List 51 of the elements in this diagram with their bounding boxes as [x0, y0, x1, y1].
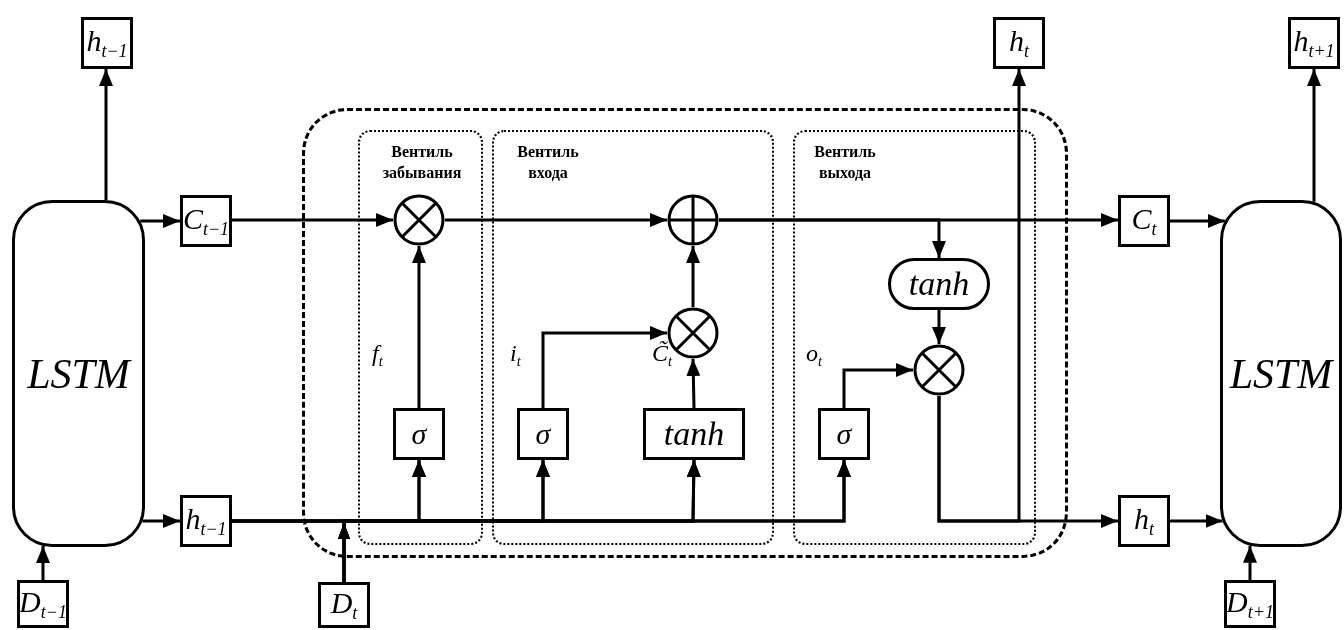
- lstm-cell-boundary: [302, 108, 1068, 558]
- gate-region: [492, 130, 774, 545]
- lstm-block: LSTM: [12, 200, 145, 547]
- variable-box: σ: [818, 408, 870, 460]
- signal-label: i$_{t}$: [510, 340, 521, 371]
- arrow: [140, 214, 180, 228]
- arrow: [142, 514, 180, 528]
- multiply-operator: [393, 194, 445, 246]
- variable-box: h$_{t}$: [1118, 495, 1170, 547]
- variable-box: D$_{t}$: [318, 582, 370, 628]
- arrow: [719, 218, 946, 258]
- variable-box: h$_{t}$: [993, 17, 1045, 69]
- gate-heading: Вентиль забывания: [381, 142, 463, 183]
- variable-box: C$_{t}$: [1118, 195, 1170, 247]
- arrow: [932, 310, 946, 344]
- arrow: [1243, 545, 1257, 580]
- variable-box: h$_{t−1}$: [180, 495, 232, 547]
- arrow: [937, 69, 1026, 523]
- variable-box: D$_{t+1}$: [1224, 580, 1276, 628]
- signal-label: f$_{t}$: [372, 340, 383, 371]
- arrow: [1170, 514, 1223, 528]
- variable-box: C$_{t−1}$: [180, 195, 232, 247]
- arrow: [338, 460, 851, 582]
- arrow: [99, 69, 113, 200]
- multiply-operator: [667, 307, 719, 359]
- arrow: [445, 213, 667, 227]
- signal-label: o$_{t}$: [806, 340, 822, 371]
- arrow: [686, 358, 701, 409]
- variable-box: h$_{t+1}$: [1288, 17, 1340, 69]
- signal-label: C̃$_{t}$: [652, 340, 672, 371]
- variable-box: D$_{t−1}$: [17, 580, 69, 628]
- variable-box: σ: [517, 408, 569, 460]
- multiply-operator: [913, 344, 965, 396]
- arrow: [686, 246, 700, 307]
- arrow: [1170, 214, 1225, 228]
- variable-box: σ: [393, 408, 445, 460]
- gate-region: [358, 130, 483, 545]
- gate-heading: Вентиль входа: [516, 142, 580, 183]
- activation-pill: tanh: [888, 258, 990, 310]
- add-operator: [667, 194, 719, 246]
- arrow: [412, 246, 426, 408]
- arrow: [36, 545, 50, 580]
- variable-box: tanh: [643, 408, 745, 460]
- gate-region: [793, 130, 1036, 545]
- variable-box: h$_{t−1}$: [81, 17, 133, 69]
- lstm-block: LSTM: [1220, 200, 1342, 547]
- gate-heading: Вентиль выхода: [813, 142, 877, 183]
- arrow: [842, 363, 913, 408]
- arrow: [541, 326, 667, 408]
- arrow: [1307, 69, 1321, 202]
- arrow: [232, 213, 393, 227]
